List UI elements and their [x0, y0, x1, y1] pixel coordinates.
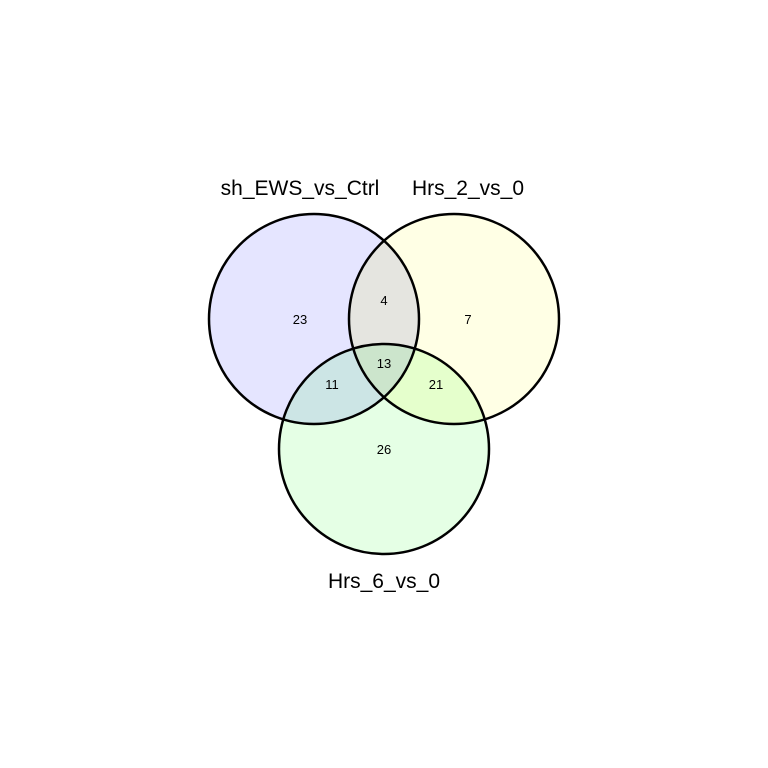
region-ac-count: 11 [325, 377, 339, 392]
set-a-outline [207, 212, 421, 426]
intersection-bc-fill [349, 344, 489, 424]
region-abc-count: 13 [377, 356, 391, 371]
region-b-only-count: 7 [464, 312, 471, 327]
set-c-label: Hrs_6_vs_0 [328, 570, 440, 593]
set-c-outline [277, 342, 491, 556]
intersection-ac-fill [279, 344, 419, 424]
set-b-label: Hrs_2_vs_0 [412, 177, 524, 200]
set-b-outline [347, 212, 561, 426]
set-a-label: sh_EWS_vs_Ctrl [221, 177, 380, 200]
region-bc-count: 21 [429, 377, 443, 392]
region-a-only-count: 23 [293, 312, 307, 327]
region-ab-count: 4 [380, 293, 387, 308]
region-c-only-count: 26 [377, 442, 391, 457]
